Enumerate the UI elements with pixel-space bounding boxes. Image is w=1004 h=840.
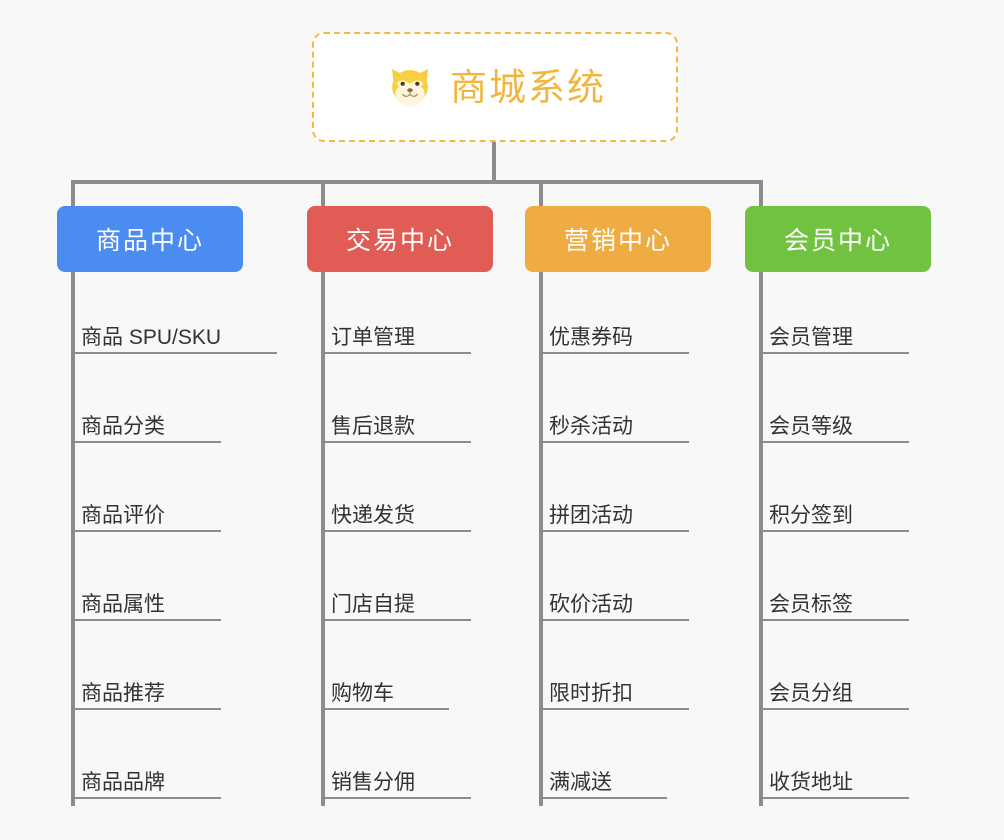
branch-spine-line-1 (71, 272, 75, 806)
leaf-item[interactable]: 满减送 (539, 765, 667, 799)
leaf-item[interactable]: 优惠券码 (539, 320, 689, 354)
leaf-item-label: 销售分佣 (331, 771, 415, 794)
leaf-item-label: 拼团活动 (549, 504, 633, 527)
leaf-item-label: 积分签到 (769, 504, 853, 527)
category-box-2[interactable]: 交易中心 (307, 206, 493, 272)
leaf-item[interactable]: 秒杀活动 (539, 409, 689, 443)
leaf-item-label: 商品 SPU/SKU (81, 326, 222, 349)
leaf-item[interactable]: 门店自提 (321, 587, 471, 621)
leaf-item-label: 购物车 (331, 682, 394, 705)
leaf-item[interactable]: 会员标签 (759, 587, 909, 621)
leaf-item[interactable]: 限时折扣 (539, 676, 689, 710)
leaf-item-label: 限时折扣 (549, 682, 633, 705)
leaf-item[interactable]: 会员管理 (759, 320, 909, 354)
leaf-item-label: 会员标签 (769, 593, 853, 616)
root-title: 商城系统 (450, 66, 606, 108)
leaf-item[interactable]: 商品 SPU/SKU (71, 320, 277, 354)
root-stem-line (492, 142, 496, 184)
leaf-item[interactable]: 购物车 (321, 676, 449, 710)
leaf-item[interactable]: 快递发货 (321, 498, 471, 532)
leaf-item-label: 满减送 (549, 771, 612, 794)
branch-spine-line-3 (539, 272, 543, 806)
leaf-item[interactable]: 商品分类 (71, 409, 221, 443)
leaf-item-label: 门店自提 (331, 593, 415, 616)
branch-drop-line-0 (71, 180, 75, 206)
leaf-item[interactable]: 商品评价 (71, 498, 221, 532)
leaf-item-label: 秒杀活动 (549, 415, 633, 438)
leaf-item[interactable]: 商品品牌 (71, 765, 221, 799)
leaf-item[interactable]: 收货地址 (759, 765, 909, 799)
leaf-item[interactable]: 销售分佣 (321, 765, 471, 799)
leaf-item-label: 售后退款 (331, 415, 415, 438)
branch-bus-line (73, 180, 761, 184)
leaf-item-label: 商品分类 (81, 415, 165, 438)
leaf-item[interactable]: 订单管理 (321, 320, 471, 354)
leaf-item-label: 商品推荐 (81, 682, 165, 705)
leaf-item-label: 会员等级 (769, 415, 853, 438)
leaf-item[interactable]: 积分签到 (759, 498, 909, 532)
branch-spine-line-2 (321, 272, 325, 806)
leaf-item-label: 商品属性 (81, 593, 165, 616)
leaf-item-label: 会员管理 (769, 326, 853, 349)
leaf-item[interactable]: 商品推荐 (71, 676, 221, 710)
category-box-3[interactable]: 营销中心 (525, 206, 711, 272)
category-label: 会员中心 (783, 227, 892, 255)
category-label: 交易中心 (345, 227, 454, 255)
branch-drop-line-3 (759, 180, 763, 206)
category-box-1[interactable]: 商品中心 (57, 206, 243, 272)
category-label: 营销中心 (563, 227, 672, 255)
branch-spine-line-4 (759, 272, 763, 806)
leaf-item-label: 优惠券码 (549, 326, 633, 349)
shiba-dog-face-icon (384, 61, 436, 113)
leaf-item-label: 收货地址 (769, 771, 853, 794)
leaf-item-label: 会员分组 (769, 682, 853, 705)
root-node[interactable]: 商城系统 (312, 32, 678, 142)
category-label: 商品中心 (95, 227, 204, 255)
leaf-item-label: 快递发货 (331, 504, 415, 527)
leaf-item-label: 商品品牌 (81, 771, 165, 794)
leaf-item-label: 砍价活动 (549, 593, 633, 616)
leaf-item[interactable]: 拼团活动 (539, 498, 689, 532)
branch-drop-line-2 (539, 180, 543, 206)
category-box-4[interactable]: 会员中心 (745, 206, 931, 272)
leaf-item[interactable]: 售后退款 (321, 409, 471, 443)
leaf-item-label: 订单管理 (331, 326, 415, 349)
leaf-item[interactable]: 商品属性 (71, 587, 221, 621)
leaf-item-label: 商品评价 (81, 504, 165, 527)
leaf-item[interactable]: 会员等级 (759, 409, 909, 443)
branch-drop-line-1 (321, 180, 325, 206)
leaf-item[interactable]: 砍价活动 (539, 587, 689, 621)
leaf-item[interactable]: 会员分组 (759, 676, 909, 710)
